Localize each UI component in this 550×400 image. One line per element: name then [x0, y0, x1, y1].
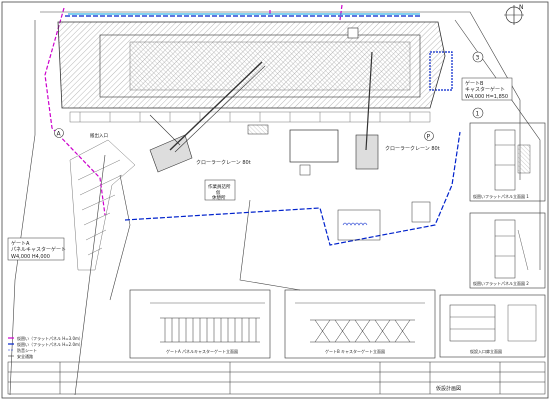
site-office: 作業員詰所 仮 休憩所	[204, 179, 236, 201]
svg-text:3: 3	[476, 55, 480, 62]
legend-item-3: 防音シート	[17, 347, 37, 353]
legend-item-2: 仮囲い（フラットパネル H=2.0m）	[17, 341, 83, 347]
marker-1: 1	[472, 107, 484, 119]
marker-p: P	[424, 131, 434, 141]
elevation-gate-a: ゲートA パネルキャスターゲート立面図	[129, 289, 271, 359]
north-label: N	[519, 4, 524, 11]
fence-magenta-line	[44, 4, 343, 216]
detail-panel-2: 仮囲いフラットパネル立面図 2	[469, 212, 546, 289]
detail-panel-1: 仮囲いフラットパネル立面図 1	[469, 122, 546, 202]
title-block-name: 仮設計画図	[436, 385, 461, 392]
legend: 仮囲い（フラットパネル H=3.0m） 仮囲い（フラットパネル H=2.0m） …	[8, 335, 83, 359]
svg-text:W4,000 H=1,850: W4,000 H=1,850	[465, 94, 508, 100]
site-office-label-3: 休憩所	[212, 194, 226, 201]
entrance-label: 搬出入口	[90, 132, 108, 139]
svg-text:1: 1	[476, 111, 480, 118]
svg-text:仮囲いフラットパネル立面図 1: 仮囲いフラットパネル立面図 1	[473, 193, 529, 199]
svg-text:仮囲いフラットパネル立面図 2: 仮囲いフラットパネル立面図 2	[473, 280, 529, 286]
marker-3: 3	[472, 51, 484, 63]
equipment-box	[289, 129, 339, 163]
equipment-box-hatched	[247, 124, 269, 135]
north-arrow-icon: N	[504, 4, 524, 25]
equipment-box-small	[299, 164, 311, 176]
svg-text:ゲートB キャスターゲート立面図: ゲートB キャスターゲート立面図	[325, 348, 385, 354]
detail-panel-3: 仮設入口扉立面図	[439, 294, 546, 358]
svg-text:P: P	[427, 134, 431, 141]
gate-b-callout: ゲートB キャスターゲート W4,000 H=1,850	[461, 77, 513, 101]
marker-a: A	[54, 128, 64, 138]
legend-item-1: 仮囲い（フラットパネル H=3.0m）	[17, 335, 83, 341]
site-office-label-1: 作業員詰所	[208, 183, 231, 190]
svg-text:キャスターゲート: キャスターゲート	[465, 86, 505, 93]
svg-text:ゲートB: ゲートB	[465, 80, 484, 87]
site-office-label-2: 仮	[216, 189, 221, 196]
elevation-gate-b: ゲートB キャスターゲート立面図	[284, 289, 436, 359]
svg-text:パネルキャスターゲート: パネルキャスターゲート	[11, 246, 66, 253]
crawler-crane-right: クローラークレーン 80t	[355, 51, 440, 170]
svg-text:ゲートA: ゲートA	[11, 240, 30, 247]
svg-text:W4,000 H4,000: W4,000 H4,000	[11, 254, 50, 260]
crawler-crane-left: クローラークレーン 80t	[149, 61, 266, 173]
entrance-ramp	[69, 139, 136, 271]
svg-text:ゲートA パネルキャスターゲート立面図: ゲートA パネルキャスターゲート立面図	[166, 348, 238, 354]
crawler-left-label: クローラークレーン 80t	[196, 160, 251, 166]
scaffolding-row	[69, 111, 431, 123]
legend-item-4: 安全通路	[17, 353, 33, 359]
svg-text:仮設入口扉立面図: 仮設入口扉立面図	[470, 348, 502, 354]
svg-text:A: A	[57, 131, 62, 138]
title-block	[7, 361, 546, 395]
rest-area	[337, 201, 431, 241]
crawler-right-label: クローラークレーン 80t	[385, 146, 440, 152]
gate-a-callout: ゲートA パネルキャスターゲート W4,000 H4,000	[7, 237, 66, 261]
main-building	[57, 21, 446, 109]
